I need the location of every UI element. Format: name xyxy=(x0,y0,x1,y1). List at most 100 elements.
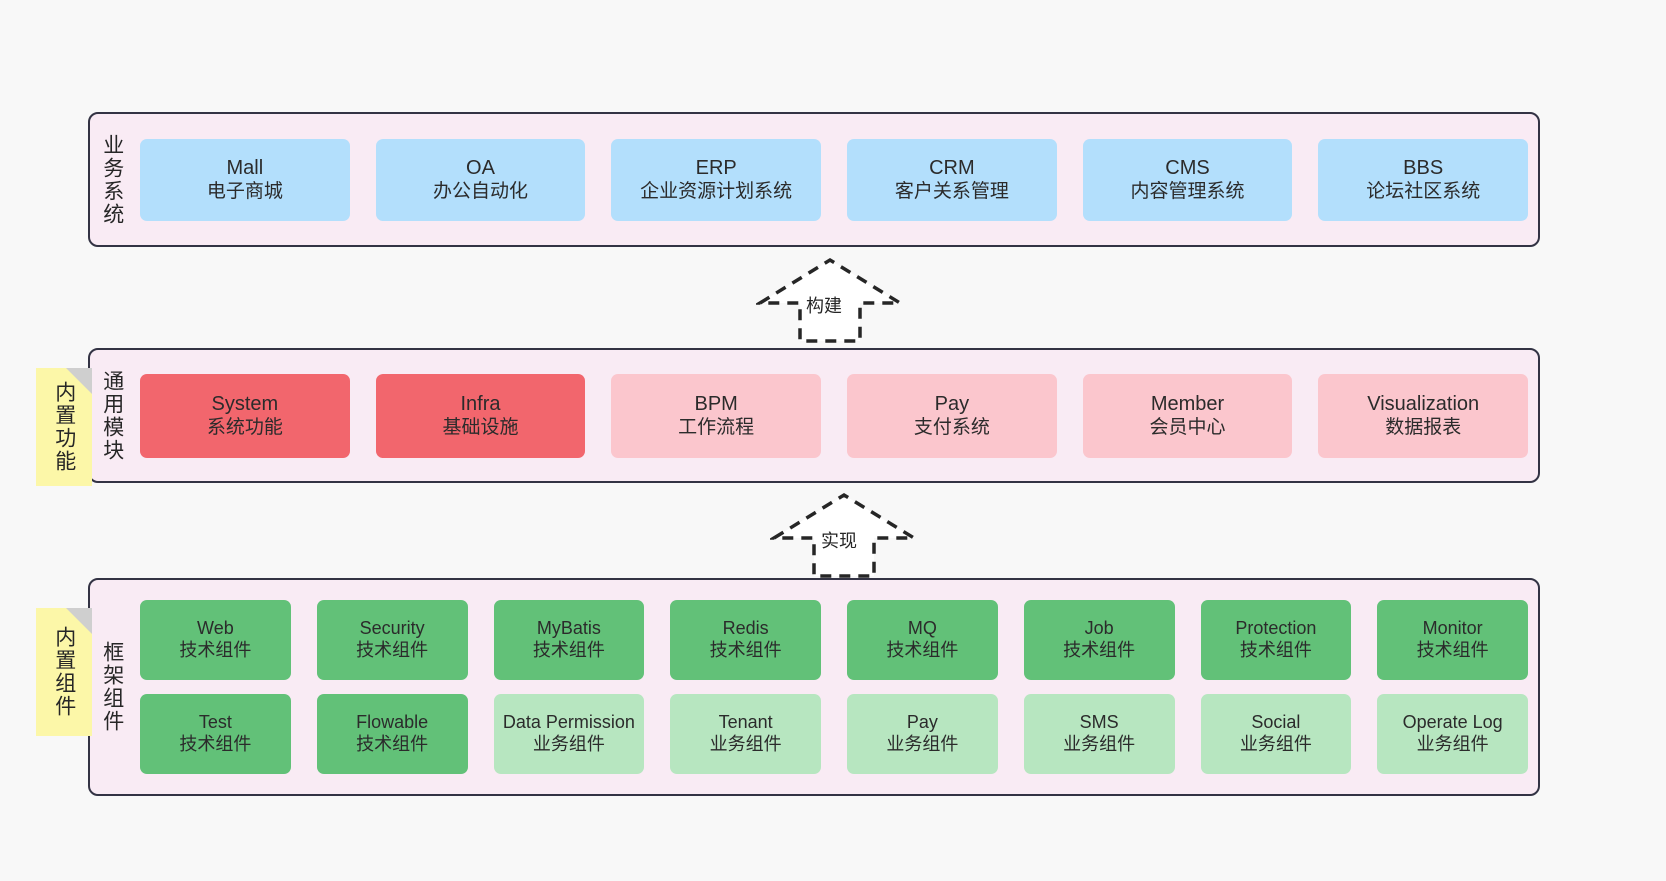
arrow-build-label: 构建 xyxy=(806,296,842,316)
common-module-card-desc: 数据报表 xyxy=(1385,417,1462,439)
common-module-card-name: Member xyxy=(1150,392,1225,415)
common-module-card-name: Visualization xyxy=(1367,392,1480,415)
sticky-fold-corner-icon xyxy=(66,608,92,634)
framework-component-card-name: Job xyxy=(1084,618,1114,639)
common-module-card-name: Pay xyxy=(934,392,970,415)
common-module-card-name: Infra xyxy=(460,392,501,415)
arrow-build-glyph xyxy=(753,257,907,343)
framework-component-card-name: Security xyxy=(359,618,425,639)
common-module-card-desc: 会员中心 xyxy=(1149,417,1226,439)
framework-component-card-name: Web xyxy=(197,618,234,639)
framework-component-card-desc: 技术组件 xyxy=(179,640,252,660)
framework-component-card-name: MyBatis xyxy=(536,618,601,639)
framework-component-card-desc: 技术组件 xyxy=(356,734,429,754)
business-system-card-name: ERP xyxy=(695,156,737,179)
business-system-card-desc: 办公自动化 xyxy=(433,181,529,203)
framework-component-card-desc: 业务组件 xyxy=(532,734,605,754)
business-system-card-name: OA xyxy=(466,156,495,179)
layer-modules-title: 通用模块 xyxy=(100,369,124,462)
framework-component-card-desc: 技术组件 xyxy=(532,640,605,660)
framework-component-card-desc: 技术组件 xyxy=(179,734,252,754)
arrow-implement-label: 实现 xyxy=(821,531,857,551)
sticky-note-builtin-components: 内置组件 xyxy=(36,608,92,736)
arrow-implement-glyph xyxy=(767,492,921,578)
framework-component-card-name: Flowable xyxy=(356,712,429,733)
common-module-card-desc: 工作流程 xyxy=(678,417,755,439)
sticky-note-builtin-features: 内置功能 xyxy=(36,368,92,486)
business-system-card-desc: 客户关系管理 xyxy=(894,181,1009,203)
common-module-card-desc: 系统功能 xyxy=(206,417,283,439)
framework-component-card-name: MQ xyxy=(907,618,937,639)
arrow-build xyxy=(753,255,907,345)
common-module-card-desc: 基础设施 xyxy=(442,417,519,439)
framework-component-card-desc: 业务组件 xyxy=(709,734,782,754)
sticky-fold-corner-icon xyxy=(66,368,92,394)
business-system-card-name: CRM xyxy=(929,156,975,179)
business-system-card-desc: 内容管理系统 xyxy=(1130,181,1245,203)
framework-component-card-desc: 业务组件 xyxy=(1063,734,1136,754)
framework-component-card-desc: 技术组件 xyxy=(1063,640,1136,660)
common-module-card-name: BPM xyxy=(694,392,738,415)
layer-business-title: 业务系统 xyxy=(100,133,124,226)
framework-component-card-desc: 业务组件 xyxy=(1416,734,1489,754)
business-system-card-name: CMS xyxy=(1165,156,1210,179)
framework-component-card-desc: 业务组件 xyxy=(1239,734,1312,754)
business-system-card-desc: 电子商城 xyxy=(206,181,283,203)
framework-component-card-name: Data Permission xyxy=(502,712,635,733)
sticky-note-builtin-features-label: 内置功能 xyxy=(52,381,76,473)
framework-component-card-desc: 业务组件 xyxy=(886,734,959,754)
business-system-card-name: Mall xyxy=(226,156,264,179)
layer-framework-title: 框架组件 xyxy=(100,641,124,733)
framework-component-card-name: Social xyxy=(1251,712,1301,733)
framework-component-card-name: Tenant xyxy=(718,712,773,733)
common-module-card-name: System xyxy=(211,392,279,415)
framework-component-card-desc: 技术组件 xyxy=(709,640,782,660)
framework-component-card-name: Pay xyxy=(906,712,938,733)
business-system-card-desc: 企业资源计划系统 xyxy=(640,181,793,203)
business-system-card-name: BBS xyxy=(1403,156,1444,179)
framework-component-card-desc: 技术组件 xyxy=(886,640,959,660)
business-system-card-desc: 论坛社区系统 xyxy=(1366,181,1481,203)
framework-component-card-desc: 技术组件 xyxy=(1416,640,1489,660)
arrow-implement xyxy=(767,490,921,580)
